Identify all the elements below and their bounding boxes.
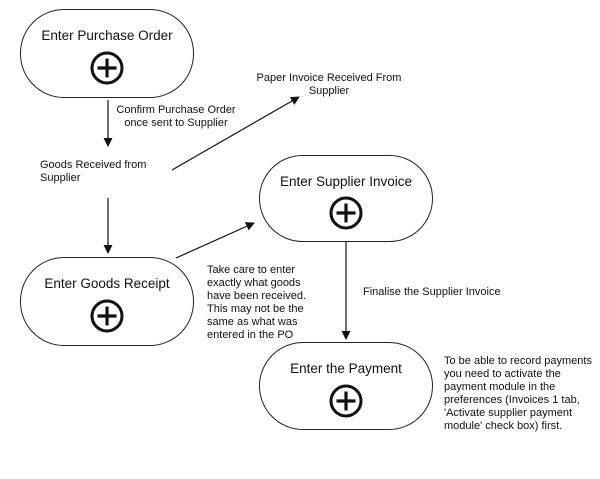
node-enter-the-payment: Enter the Payment <box>259 342 433 430</box>
node-enter-goods-receipt: Enter Goods Receipt <box>20 257 194 346</box>
label-goods-received: Goods Received from Supplier <box>40 159 147 184</box>
node-title: Enter Purchase Order <box>41 28 173 43</box>
label-payment-module-note: To be able to record payments you need t… <box>444 355 592 432</box>
plus-circle-icon[interactable] <box>90 299 124 333</box>
label-confirm-purchase-order: Confirm Purchase Order once sent to Supp… <box>116 104 236 129</box>
plus-circle-icon[interactable] <box>90 51 124 85</box>
node-title: Enter Goods Receipt <box>44 276 170 291</box>
plus-circle-icon[interactable] <box>329 384 363 418</box>
node-enter-supplier-invoice: Enter Supplier Invoice <box>259 155 433 242</box>
node-enter-purchase-order: Enter Purchase Order <box>20 9 194 98</box>
node-title: Enter Supplier Invoice <box>279 174 413 189</box>
label-take-care-note: Take care to enter exactly what goods ha… <box>207 264 307 341</box>
label-finalise-supplier-invoice: Finalise the Supplier Invoice <box>363 286 501 298</box>
arrow-goods-received-to-paper-invoice <box>171 96 300 171</box>
node-title: Enter the Payment <box>290 361 402 376</box>
arrow-goods-receipt-to-supplier-invoice <box>175 222 255 259</box>
label-paper-invoice-received: Paper Invoice Received From Supplier <box>256 72 402 97</box>
plus-circle-icon[interactable] <box>329 196 363 230</box>
